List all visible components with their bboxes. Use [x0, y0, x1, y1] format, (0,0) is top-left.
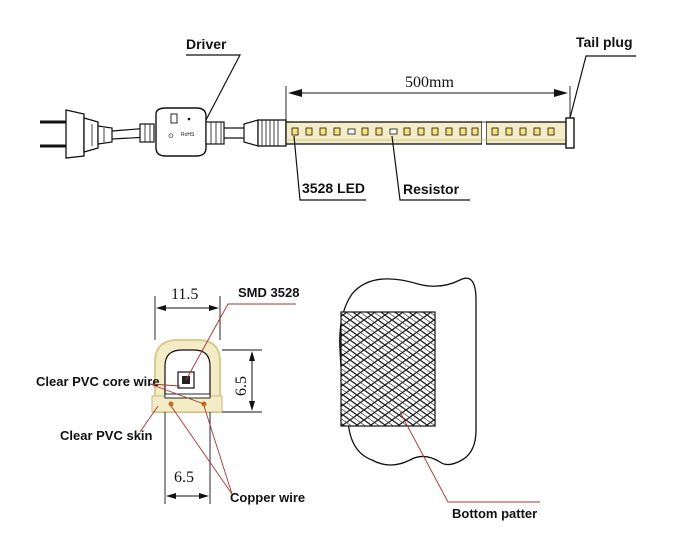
driver-mark-rohs: RoHS	[181, 132, 195, 138]
length-dimension: 500mm	[285, 74, 571, 120]
led-strip	[285, 118, 573, 148]
core-wire-callout: Clear PVC core wire	[36, 374, 205, 405]
smd-label: SMD 3528	[238, 285, 299, 300]
driver-callout: Driver	[186, 36, 241, 121]
led-chip	[319, 127, 327, 136]
width-label: 11.5	[171, 286, 198, 303]
bottom-view	[339, 277, 477, 466]
led-strip-segment-left	[285, 121, 483, 145]
length-label: 500mm	[405, 74, 454, 91]
copper-wire-left	[168, 401, 174, 407]
tail-plug-callout: Tail plug	[569, 34, 636, 119]
led-chip	[533, 127, 541, 136]
led-chip	[403, 127, 411, 136]
led-chip	[431, 127, 439, 136]
led-chip	[459, 127, 467, 136]
core-wire-label: Clear PVC core wire	[36, 374, 160, 389]
led-label: 3528 LED	[302, 180, 365, 196]
driver-box: ⊙ RoHS	[155, 107, 207, 157]
driver-led-dot	[187, 117, 191, 121]
led-chip	[471, 127, 479, 136]
bottom-width-dimension: 6.5	[164, 412, 211, 504]
led-callout: 3528 LED	[293, 135, 366, 201]
bottom-pattern-callout: Bottom patter	[399, 411, 540, 521]
led-chip	[491, 127, 499, 136]
led-chip	[361, 127, 369, 136]
led-chip	[305, 127, 313, 136]
led-chip	[505, 127, 513, 136]
driver-indicator	[170, 113, 178, 124]
led-chip	[375, 127, 383, 136]
led-chips	[291, 127, 555, 136]
driver-output-connector	[205, 119, 259, 147]
led-chip	[417, 127, 425, 136]
skin-callout: Clear PVC skin	[60, 405, 159, 443]
driver-mark-symbol: ⊙	[168, 132, 174, 140]
led-chip	[445, 127, 453, 136]
power-cable	[111, 123, 155, 143]
width-dimension: 11.5	[154, 286, 221, 340]
led-chip	[291, 127, 299, 136]
height-label: 6.5	[233, 376, 250, 396]
power-plug	[40, 109, 113, 159]
led-chip	[333, 127, 341, 136]
tail-plug-label: Tail plug	[576, 34, 633, 50]
led-chip	[519, 127, 527, 136]
height-dimension: 6.5	[222, 349, 262, 413]
resistor-chip	[347, 128, 356, 135]
bottom-pattern-area	[340, 311, 436, 427]
led-strip-segment-right	[485, 121, 573, 145]
copper-callout: Copper wire	[170, 405, 305, 505]
resistor-chip	[389, 128, 398, 135]
pcb-board	[164, 393, 211, 399]
smd-callout: SMD 3528	[185, 285, 299, 381]
tail-plug	[565, 117, 575, 149]
copper-label: Copper wire	[230, 490, 305, 505]
resistor-callout: Resistor	[391, 135, 470, 201]
skin-label: Clear PVC skin	[60, 428, 153, 443]
strip-connector	[257, 119, 287, 147]
strip-break-gap	[482, 118, 486, 148]
resistor-label: Resistor	[403, 181, 460, 197]
bottom-pattern-label: Bottom patter	[452, 506, 537, 521]
driver-label: Driver	[186, 36, 227, 52]
bottom-width-label: 6.5	[174, 469, 194, 486]
led-chip	[547, 127, 555, 136]
cross-section	[151, 339, 223, 413]
